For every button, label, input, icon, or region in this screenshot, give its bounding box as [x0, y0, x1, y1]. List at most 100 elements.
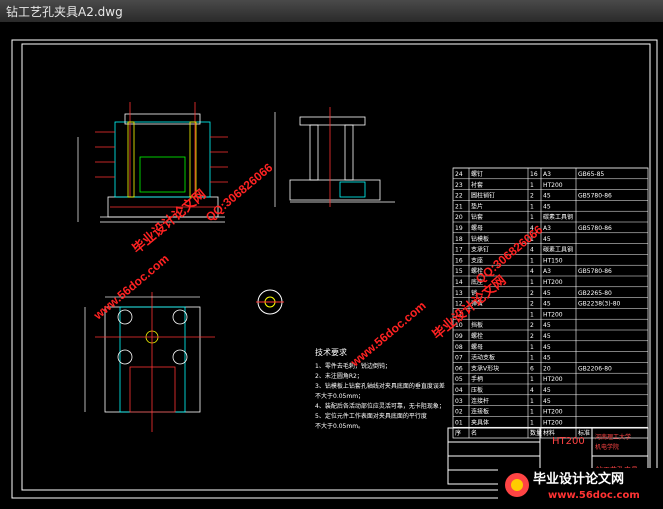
parts-cell-mat: 45	[543, 203, 551, 210]
title-school: 河南理工大学	[595, 433, 631, 441]
parts-cell-qty: 1	[530, 355, 534, 362]
title-dept: 机电学院	[595, 443, 619, 451]
parts-cell-name: 夹具体	[471, 418, 489, 426]
parts-cell-mat: 材料	[543, 429, 555, 437]
watermark-qq-1: QQ:306826066	[203, 160, 276, 224]
parts-cell-std: GB5780-86	[578, 225, 612, 232]
parts-cell-qty: 1	[530, 419, 534, 426]
parts-cell-mat: 45	[543, 344, 551, 351]
parts-cell-name: 活动支板	[471, 354, 495, 362]
parts-cell-mat: 碳素工具钢	[543, 246, 573, 254]
parts-cell-std: GB2238(3)-80	[578, 301, 621, 308]
front-view	[77, 102, 228, 223]
parts-cell-qty: 4	[530, 268, 534, 275]
parts-cell-name: 螺栓	[471, 267, 483, 275]
parts-cell-qty: 1	[530, 311, 534, 318]
parts-cell-mat: 20	[543, 365, 551, 372]
watermark-url-2: www.56doc.com	[347, 298, 428, 370]
parts-cell-qty: 2	[530, 301, 534, 308]
parts-cell-no: 14	[455, 279, 463, 286]
parts-cell-name: 弹簧	[471, 300, 483, 308]
parts-cell-qty: 2	[530, 290, 534, 297]
parts-cell-name: 螺栓	[471, 332, 483, 340]
parts-cell-mat: 45	[543, 333, 551, 340]
parts-cell-qty: 1	[530, 236, 534, 243]
sheet-border	[11, 39, 658, 499]
parts-cell-qty: 数量	[530, 429, 542, 437]
parts-cell-no: 04	[455, 387, 463, 394]
parts-cell-qty: 1	[530, 203, 534, 210]
parts-cell-qty: 1	[530, 279, 534, 286]
parts-cell-mat: HT200	[543, 182, 563, 189]
parts-cell-mat: HT200	[543, 311, 563, 318]
parts-cell-qty: 2	[530, 322, 534, 329]
parts-row: 23 衬套 1 HT200	[455, 181, 563, 189]
parts-cell-name: 钻套	[471, 213, 483, 221]
parts-cell-mat: 45	[543, 355, 551, 362]
parts-cell-mat: 45	[543, 301, 551, 308]
parts-cell-qty: 4	[530, 387, 534, 394]
top-view	[84, 292, 215, 432]
parts-cell-std: GB2265-80	[578, 290, 612, 297]
parts-cell-name: 垫片	[471, 202, 483, 210]
parts-cell-no: 10	[455, 322, 463, 329]
parts-cell-no: 03	[455, 398, 463, 405]
notes-line: 不大于0.05mm。	[315, 422, 364, 430]
parts-cell-qty: 4	[530, 225, 534, 232]
notes-line: 2、未注圆角R2；	[315, 372, 363, 380]
parts-row: 07 活动支板 1 45	[455, 354, 551, 362]
parts-cell-qty: 1	[530, 344, 534, 351]
parts-cell-no: 01	[455, 419, 463, 426]
parts-cell-std: GB65-85	[578, 171, 604, 178]
logo-url: www.56doc.com	[548, 490, 640, 501]
parts-cell-no: 22	[455, 193, 463, 200]
parts-cell-no: 15	[455, 268, 463, 275]
parts-cell-name: 手柄	[471, 375, 483, 383]
notes-line: 不大于0.05mm；	[315, 392, 364, 400]
parts-cell-no: 19	[455, 225, 463, 232]
parts-cell-no: 09	[455, 333, 463, 340]
parts-cell-qty: 6	[530, 365, 534, 372]
notes-title: 技术要求	[315, 347, 347, 357]
parts-cell-name: 连接板	[471, 408, 489, 416]
parts-cell-name: 钻模板	[471, 235, 489, 243]
parts-cell-mat: HT200	[543, 419, 563, 426]
parts-cell-no: 02	[455, 409, 463, 416]
parts-cell-std: 标准	[578, 429, 590, 437]
parts-cell-no: 17	[455, 247, 463, 254]
parts-cell-no: 20	[455, 214, 463, 221]
parts-cell-mat: A3	[543, 171, 551, 178]
parts-cell-mat: HT200	[543, 279, 563, 286]
title-material: HT200	[552, 436, 585, 447]
drawing-canvas[interactable]: 技术要求 1、零件去毛刺，锐边倒钝；2、未注圆角R2；3、钻模板上钻套孔轴线对夹…	[0, 22, 663, 505]
parts-header-row: 序名数量材料标准	[455, 429, 590, 437]
parts-cell-name: 底座	[471, 278, 483, 286]
technical-notes: 技术要求 1、零件去毛刺，锐边倒钝；2、未注圆角R2；3、钻模板上钻套孔轴线对夹…	[315, 347, 445, 430]
parts-cell-mat: HT200	[543, 376, 563, 383]
parts-cell-mat: 45	[543, 398, 551, 405]
parts-cell-mat: A3	[543, 225, 551, 232]
parts-cell-qty: 1	[530, 182, 534, 189]
parts-cell-name: 衬套	[471, 181, 483, 189]
parts-cell-no: 05	[455, 376, 463, 383]
parts-cell-no: 08	[455, 344, 463, 351]
parts-cell-qty: 16	[530, 171, 538, 178]
parts-cell-no: 23	[455, 182, 463, 189]
cad-drawing: 技术要求 1、零件去毛刺，锐边倒钝；2、未注圆角R2；3、钻模板上钻套孔轴线对夹…	[11, 39, 658, 502]
parts-cell-no: 07	[455, 355, 463, 362]
parts-cell-name: 名	[471, 429, 477, 437]
parts-cell-mat: HT200	[543, 409, 563, 416]
parts-cell-name: 支承钉	[471, 246, 489, 254]
parts-cell-no: 12	[455, 301, 463, 308]
notes-line: 1、零件去毛刺，锐边倒钝；	[315, 362, 391, 370]
